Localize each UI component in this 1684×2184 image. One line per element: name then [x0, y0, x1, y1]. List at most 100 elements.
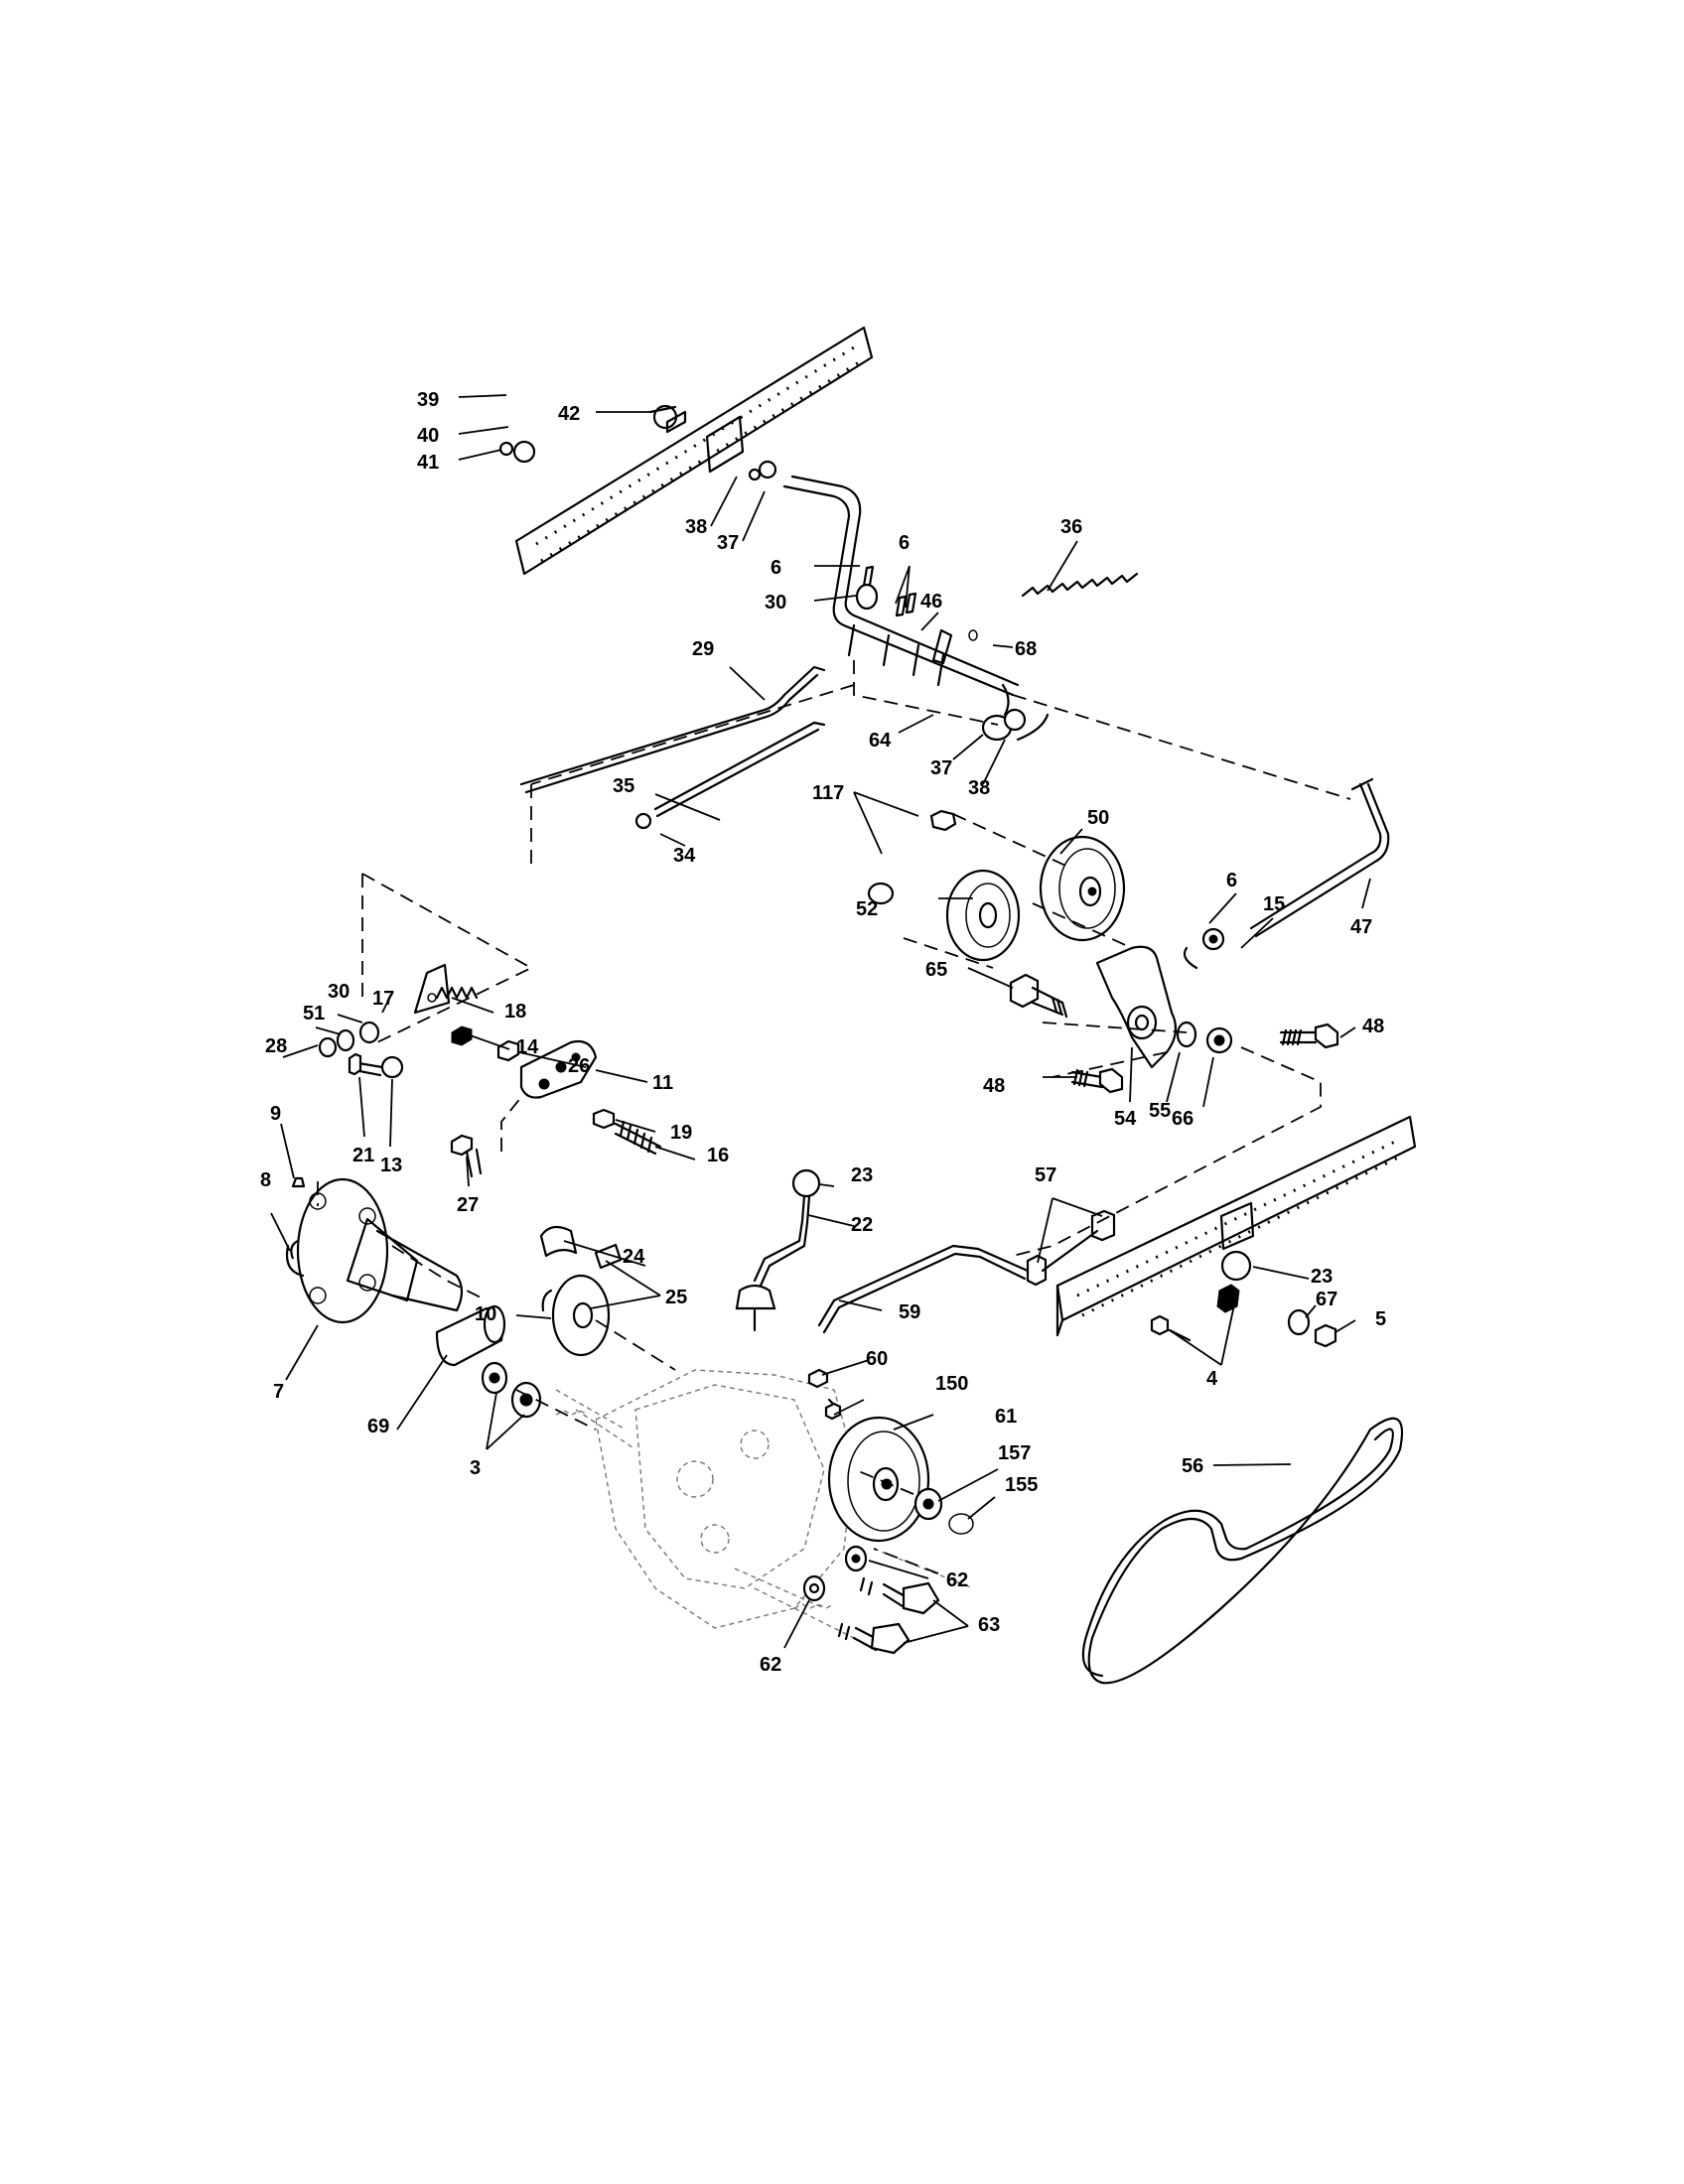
brake-disc-10	[541, 1274, 611, 1357]
transaxle-phantom	[555, 1369, 974, 1639]
callout-30-top: 30	[765, 592, 786, 614]
callout-38-mid: 38	[968, 777, 990, 799]
spring-36	[1021, 572, 1139, 598]
callout-5: 5	[1375, 1308, 1386, 1330]
callout-3: 3	[470, 1457, 481, 1479]
callout-56: 56	[1182, 1455, 1203, 1477]
callout-51: 51	[303, 1003, 325, 1024]
callout-63: 63	[978, 1614, 1000, 1636]
knob-23-right	[1150, 1250, 1337, 1348]
callout-36: 36	[1060, 516, 1082, 538]
washers-62	[802, 1545, 868, 1602]
callout-22: 22	[851, 1214, 873, 1236]
callout-29: 29	[692, 638, 714, 660]
frame-rail-upper	[514, 326, 874, 576]
callout-39: 39	[417, 389, 439, 411]
bolt-27	[450, 1134, 483, 1178]
callout-16: 16	[707, 1145, 729, 1166]
callout-48-left: 48	[983, 1075, 1005, 1097]
callout-60: 60	[866, 1348, 888, 1370]
callout-21: 21	[352, 1145, 374, 1166]
callout-6-b: 6	[899, 532, 910, 554]
linkage-cluster-left	[413, 963, 662, 1156]
nuts-117	[867, 809, 957, 905]
rod-29	[519, 665, 826, 794]
callout-62-lower: 62	[760, 1654, 781, 1676]
spacer-69	[435, 1304, 506, 1367]
rod-59	[817, 1209, 1116, 1334]
callout-65: 65	[925, 959, 947, 981]
leader-lines	[270, 394, 1371, 1649]
pulley-52	[945, 869, 1021, 962]
callout-25: 25	[665, 1287, 687, 1308]
belt-56	[1081, 1417, 1404, 1685]
callout-46: 46	[920, 591, 942, 613]
callout-41: 41	[417, 452, 439, 474]
callout-62-upper: 62	[946, 1570, 968, 1591]
callout-26: 26	[568, 1055, 590, 1077]
callout-57: 57	[1035, 1164, 1056, 1186]
bolt-48-left	[1070, 1067, 1124, 1094]
callout-67: 67	[1316, 1289, 1337, 1310]
callout-14: 14	[516, 1036, 539, 1058]
callout-42: 42	[558, 403, 580, 425]
callout-23-right: 23	[1311, 1266, 1333, 1288]
callout-150: 150	[935, 1373, 968, 1395]
washer-157	[913, 1487, 943, 1521]
callout-30-left: 30	[328, 981, 350, 1003]
rod-35	[634, 721, 826, 830]
callout-labels: 39 40 41 42 38 37 36 6 6 30 46 68 29 64 …	[260, 389, 1386, 1676]
callout-7: 7	[273, 1381, 284, 1403]
callout-18: 18	[504, 1001, 526, 1023]
callout-23-lever: 23	[851, 1164, 873, 1186]
ring-155	[948, 1513, 974, 1535]
callout-15: 15	[1263, 893, 1285, 915]
transaxle-pulley-61	[827, 1398, 930, 1543]
pulley-50	[1039, 835, 1126, 942]
alignment-lines	[317, 660, 1351, 1574]
callout-17: 17	[372, 988, 394, 1010]
callout-117: 117	[812, 782, 844, 804]
callout-50: 50	[1087, 807, 1109, 829]
bolt-hardware-55-66-6-15	[1176, 927, 1233, 1054]
callout-13: 13	[380, 1155, 402, 1176]
idler-bracket-54	[1095, 945, 1178, 1069]
callout-54: 54	[1114, 1108, 1137, 1130]
callout-55: 55	[1149, 1100, 1171, 1122]
callout-8: 8	[260, 1169, 271, 1191]
bolts-63	[837, 1576, 940, 1655]
callout-6-c: 6	[1226, 870, 1237, 891]
callout-40: 40	[417, 425, 439, 447]
callout-37-top: 37	[717, 532, 739, 554]
key-60	[807, 1368, 829, 1389]
callout-61: 61	[995, 1406, 1017, 1428]
callout-69: 69	[367, 1416, 389, 1437]
callout-37-mid: 37	[930, 757, 952, 779]
hardware-28-51-30-21-13	[318, 1021, 404, 1079]
callout-47: 47	[1350, 916, 1372, 938]
callout-35: 35	[613, 775, 634, 797]
bolt-65	[1009, 973, 1068, 1019]
clutch-linkage	[782, 475, 1050, 742]
callout-6-a: 6	[771, 557, 781, 579]
callout-10: 10	[475, 1303, 496, 1325]
callout-19: 19	[670, 1122, 692, 1144]
brake-pads-24-25	[539, 1225, 623, 1270]
rod-47	[1249, 777, 1390, 938]
callout-4: 4	[1206, 1368, 1218, 1390]
callout-157: 157	[998, 1442, 1031, 1464]
callout-27: 27	[457, 1194, 479, 1216]
callout-155: 155	[1005, 1474, 1038, 1496]
callout-9: 9	[270, 1103, 281, 1125]
callout-64: 64	[869, 730, 892, 751]
callout-59: 59	[899, 1301, 920, 1323]
callout-52: 52	[856, 898, 878, 920]
callout-11: 11	[652, 1072, 673, 1094]
callout-48-right: 48	[1362, 1016, 1384, 1037]
callout-38-top: 38	[685, 516, 707, 538]
callout-66: 66	[1172, 1108, 1193, 1130]
callout-68: 68	[1015, 638, 1037, 660]
washers-3	[481, 1361, 542, 1419]
bolt-48-right	[1279, 1023, 1339, 1049]
